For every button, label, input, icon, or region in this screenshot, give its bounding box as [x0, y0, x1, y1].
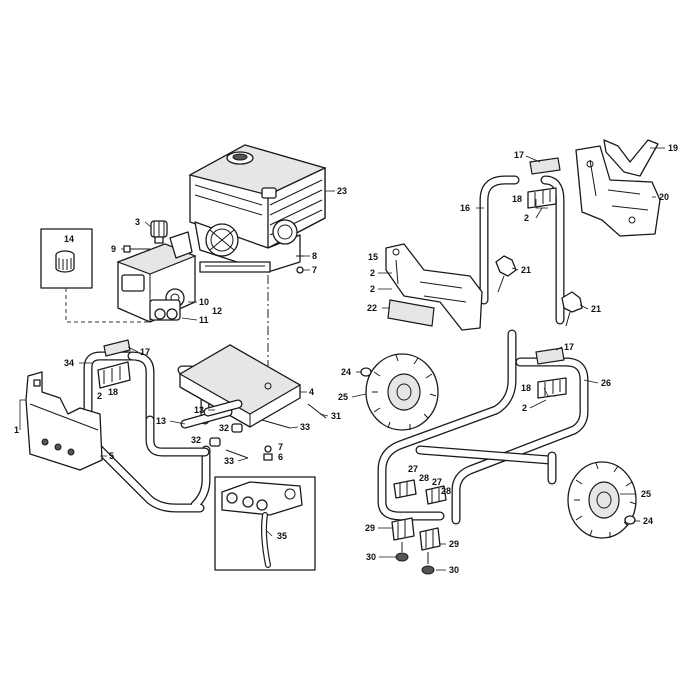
callout-19: 19	[668, 143, 678, 153]
callout-15: 15	[368, 252, 378, 262]
cradle-19	[603, 139, 659, 177]
callout-17c: 17	[564, 342, 574, 352]
callout-30b: 30	[449, 565, 459, 575]
front-shroud	[25, 371, 103, 471]
cross-tubes-13	[180, 399, 243, 429]
callout-24b: 24	[643, 516, 653, 526]
wheel-frame-26	[377, 329, 589, 525]
callout-25b: 25	[641, 489, 651, 499]
clamps-27-28	[393, 479, 447, 505]
callout-28a: 28	[419, 473, 429, 483]
callout-9: 9	[111, 244, 116, 254]
callout-1: 1	[14, 425, 19, 435]
callout-14: 14	[64, 234, 74, 244]
leader-lines	[19, 147, 665, 571]
handle-frame-16	[479, 175, 565, 325]
callout-7b: 7	[278, 442, 283, 452]
callout-2c: 2	[370, 268, 375, 278]
engine-base-plate	[178, 344, 302, 428]
callout-21b: 21	[591, 304, 601, 314]
callout-27a: 27	[408, 464, 418, 474]
callout-labels: 23 3 9 14 8 7 10 12 11 34 17 2 18 4 13 1…	[14, 143, 678, 575]
callout-7a: 7	[312, 265, 317, 275]
bracket-18b	[527, 187, 557, 209]
knob-21b	[561, 291, 583, 327]
callout-8: 8	[312, 251, 317, 261]
callout-17a: 17	[140, 347, 150, 357]
feet-29	[391, 517, 441, 551]
unloader-valve	[150, 220, 168, 244]
axle-cap-24b	[624, 515, 636, 525]
callout-5: 5	[109, 451, 114, 461]
callout-23: 23	[337, 186, 347, 196]
callout-33b: 33	[224, 456, 234, 466]
callout-35: 35	[277, 531, 287, 541]
callout-13b: 13	[194, 405, 204, 415]
callout-26: 26	[601, 378, 611, 388]
feet-30	[395, 542, 435, 575]
strip-22	[387, 299, 435, 327]
wheel-25a	[365, 353, 439, 431]
callout-22: 22	[367, 303, 377, 313]
knob-21a	[495, 255, 517, 293]
callout-33a: 33	[300, 422, 310, 432]
axle-cap-24a	[360, 367, 372, 377]
callout-6: 6	[278, 452, 283, 462]
callout-20: 20	[659, 192, 669, 202]
callout-25a: 25	[338, 392, 348, 402]
callout-18c: 18	[521, 383, 531, 393]
side-plate-20	[575, 145, 661, 237]
callout-32a: 32	[219, 423, 229, 433]
callout-11: 11	[199, 315, 209, 325]
callout-29b: 29	[449, 539, 459, 549]
callout-18b: 18	[512, 194, 522, 204]
callout-30a: 30	[366, 552, 376, 562]
callout-2e: 2	[522, 403, 527, 413]
callout-32b: 32	[191, 435, 201, 445]
side-plate-15	[385, 243, 483, 331]
wheel-25b	[567, 461, 637, 539]
handle-grip-17a	[103, 339, 131, 357]
callout-21a: 21	[521, 265, 531, 275]
callout-29a: 29	[365, 523, 375, 533]
hose-inset	[214, 476, 316, 571]
callout-10: 10	[199, 297, 209, 307]
callout-34: 34	[64, 358, 74, 368]
engine	[188, 144, 327, 273]
bracket-18c	[537, 377, 567, 399]
callout-18a: 18	[108, 387, 118, 397]
pump-assembly	[116, 231, 197, 323]
callout-16: 16	[460, 203, 470, 213]
callout-24a: 24	[341, 367, 351, 377]
handle-grip-17c	[535, 347, 565, 365]
callout-4: 4	[309, 387, 314, 397]
bolt-31	[307, 403, 327, 419]
callout-13a: 13	[156, 416, 166, 426]
handle-grip-17b	[529, 157, 561, 175]
fasteners-32-33	[209, 419, 291, 461]
callout-2a: 2	[97, 391, 102, 401]
callout-27b: 27	[432, 477, 442, 487]
callout-17b: 17	[514, 150, 524, 160]
bracket-18a	[97, 361, 131, 389]
callout-31: 31	[331, 411, 341, 421]
callout-28b: 28	[441, 486, 451, 496]
callout-3: 3	[135, 217, 140, 227]
callout-2b: 2	[524, 213, 529, 223]
callout-2d: 2	[370, 284, 375, 294]
callout-12: 12	[212, 306, 222, 316]
filter-box	[40, 228, 93, 289]
